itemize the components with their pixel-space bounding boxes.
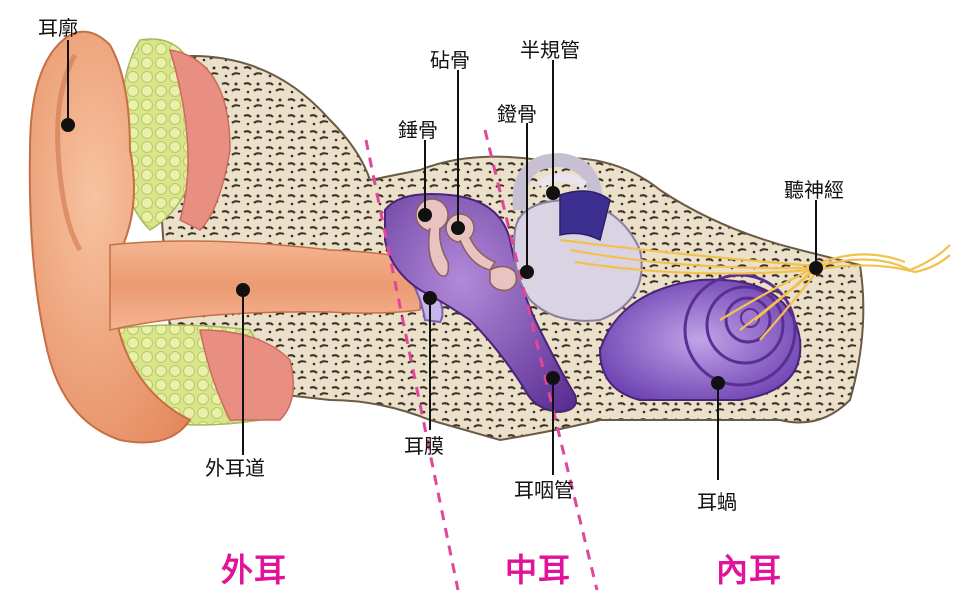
label-auditory-nerve: 聽神經 bbox=[784, 174, 844, 203]
label-eardrum: 耳膜 bbox=[404, 430, 444, 459]
label-cochlea: 耳蝸 bbox=[697, 486, 737, 515]
label-eustachian-tube: 耳咽管 bbox=[514, 474, 574, 503]
label-malleus: 錘骨 bbox=[398, 114, 438, 143]
label-semicircular-canals: 半規管 bbox=[520, 34, 580, 63]
label-ear-canal: 外耳道 bbox=[205, 452, 265, 481]
stapes-bone bbox=[490, 266, 516, 290]
label-stapes: 鐙骨 bbox=[497, 98, 537, 127]
label-pinna: 耳廓 bbox=[38, 12, 78, 41]
region-inner-ear: 內耳 bbox=[716, 545, 782, 591]
region-middle-ear: 中耳 bbox=[505, 545, 571, 591]
region-outer-ear: 外耳 bbox=[221, 545, 287, 591]
label-incus: 砧骨 bbox=[430, 44, 470, 73]
